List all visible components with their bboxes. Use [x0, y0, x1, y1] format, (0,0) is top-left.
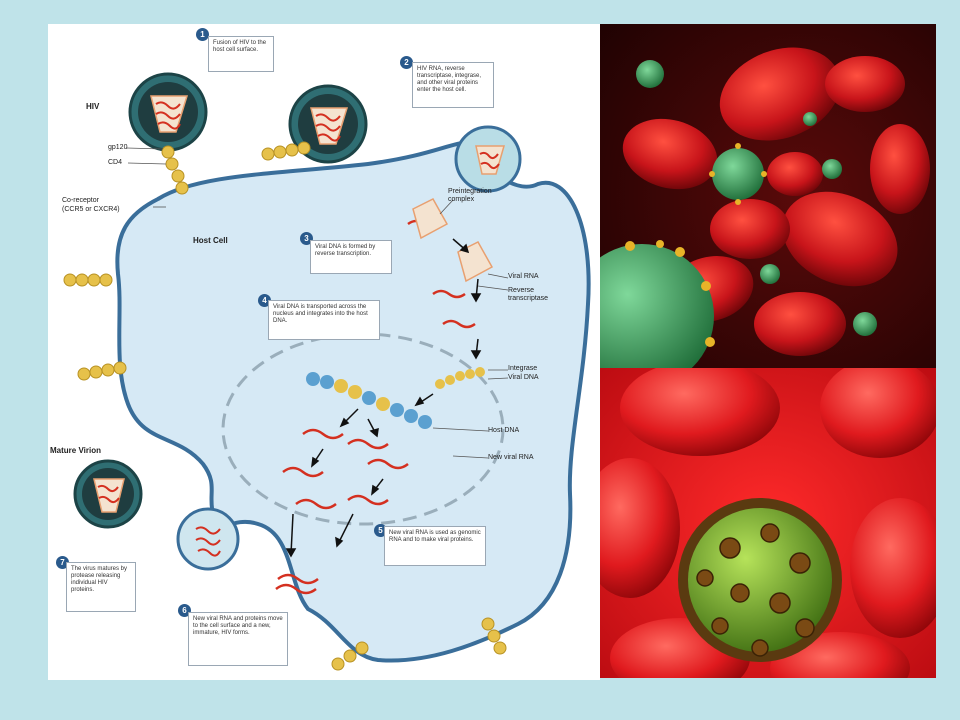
- viral-dna-integrase: [435, 367, 485, 389]
- hiv-label: HIV: [86, 102, 100, 111]
- step-1-callout: Fusion of HIV to the host cell surface.: [208, 36, 274, 72]
- hiv-lifecycle-diagram: HIV gp120 CD4 Co-receptor (CCR5 or CXCR4…: [48, 24, 600, 680]
- viral-dna-label: Viral DNA: [508, 374, 539, 381]
- step-7-number: 7: [56, 556, 69, 569]
- co-receptor-label: Co-receptor: [62, 197, 99, 204]
- red-blood-cells-closeup: [600, 368, 936, 678]
- step-2-number: 2: [400, 56, 413, 69]
- process-arrows: [285, 238, 482, 558]
- budding-virion: [176, 507, 240, 571]
- complex-label: complex: [448, 196, 475, 203]
- host-dna-label: Host DNA: [488, 427, 520, 434]
- photo-hiv-closeup: [600, 368, 936, 678]
- host-dna-helix: [306, 372, 432, 429]
- hiv-virion-2: [288, 84, 368, 164]
- host-cell-membrane: [115, 139, 591, 663]
- step-5-number: 5: [374, 524, 387, 537]
- step-4-callout: Viral DNA is transported across the nucl…: [268, 300, 380, 340]
- label-leader-lines: [125, 147, 509, 459]
- hiv-virus-particles: [600, 60, 877, 368]
- cd4-receptors: [63, 141, 507, 671]
- hiv-virion-1: [128, 72, 208, 152]
- reverse-label: Reverse: [508, 287, 535, 294]
- viral-rna-label: Viral RNA: [508, 273, 539, 280]
- cd4-label: CD4: [108, 159, 123, 166]
- transcriptase-label: transcriptase: [508, 295, 549, 302]
- step-7-callout: The virus matures by protease releasing …: [66, 562, 136, 612]
- hiv-virus-closeup: [678, 498, 842, 662]
- gp120-label: gp120: [108, 144, 128, 151]
- step-3-callout: Viral DNA is formed by reverse transcrip…: [310, 240, 392, 274]
- step-6-callout: New viral RNA and proteins move to the c…: [188, 612, 288, 666]
- mature-virion: [73, 459, 143, 529]
- preintegration-label: Preintegration: [448, 188, 492, 195]
- step-2-callout: HIV RNA, reverse transcriptase, integras…: [412, 62, 494, 108]
- virus-spikes: [625, 143, 767, 347]
- step-5-callout: New viral RNA is used as genomic RNA and…: [384, 526, 486, 566]
- mature-virion-label: Mature Virion: [50, 446, 101, 455]
- hiv-entering-cell: [454, 125, 522, 193]
- host-cell-label: Host Cell: [193, 236, 228, 245]
- step-6-number: 6: [178, 604, 191, 617]
- step-3-number: 3: [300, 232, 313, 245]
- step-1-number: 1: [196, 28, 209, 41]
- photo-hiv-blood-cells: [600, 24, 936, 368]
- co-receptor-type-label: (CCR5 or CXCR4): [62, 206, 120, 213]
- preintegration-complex: [412, 198, 449, 240]
- integrase-label: Integrase: [508, 365, 538, 372]
- step-4-number: 4: [258, 294, 271, 307]
- viral-rna-strands: [275, 219, 476, 595]
- new-viral-rna-label: New viral RNA: [488, 454, 534, 461]
